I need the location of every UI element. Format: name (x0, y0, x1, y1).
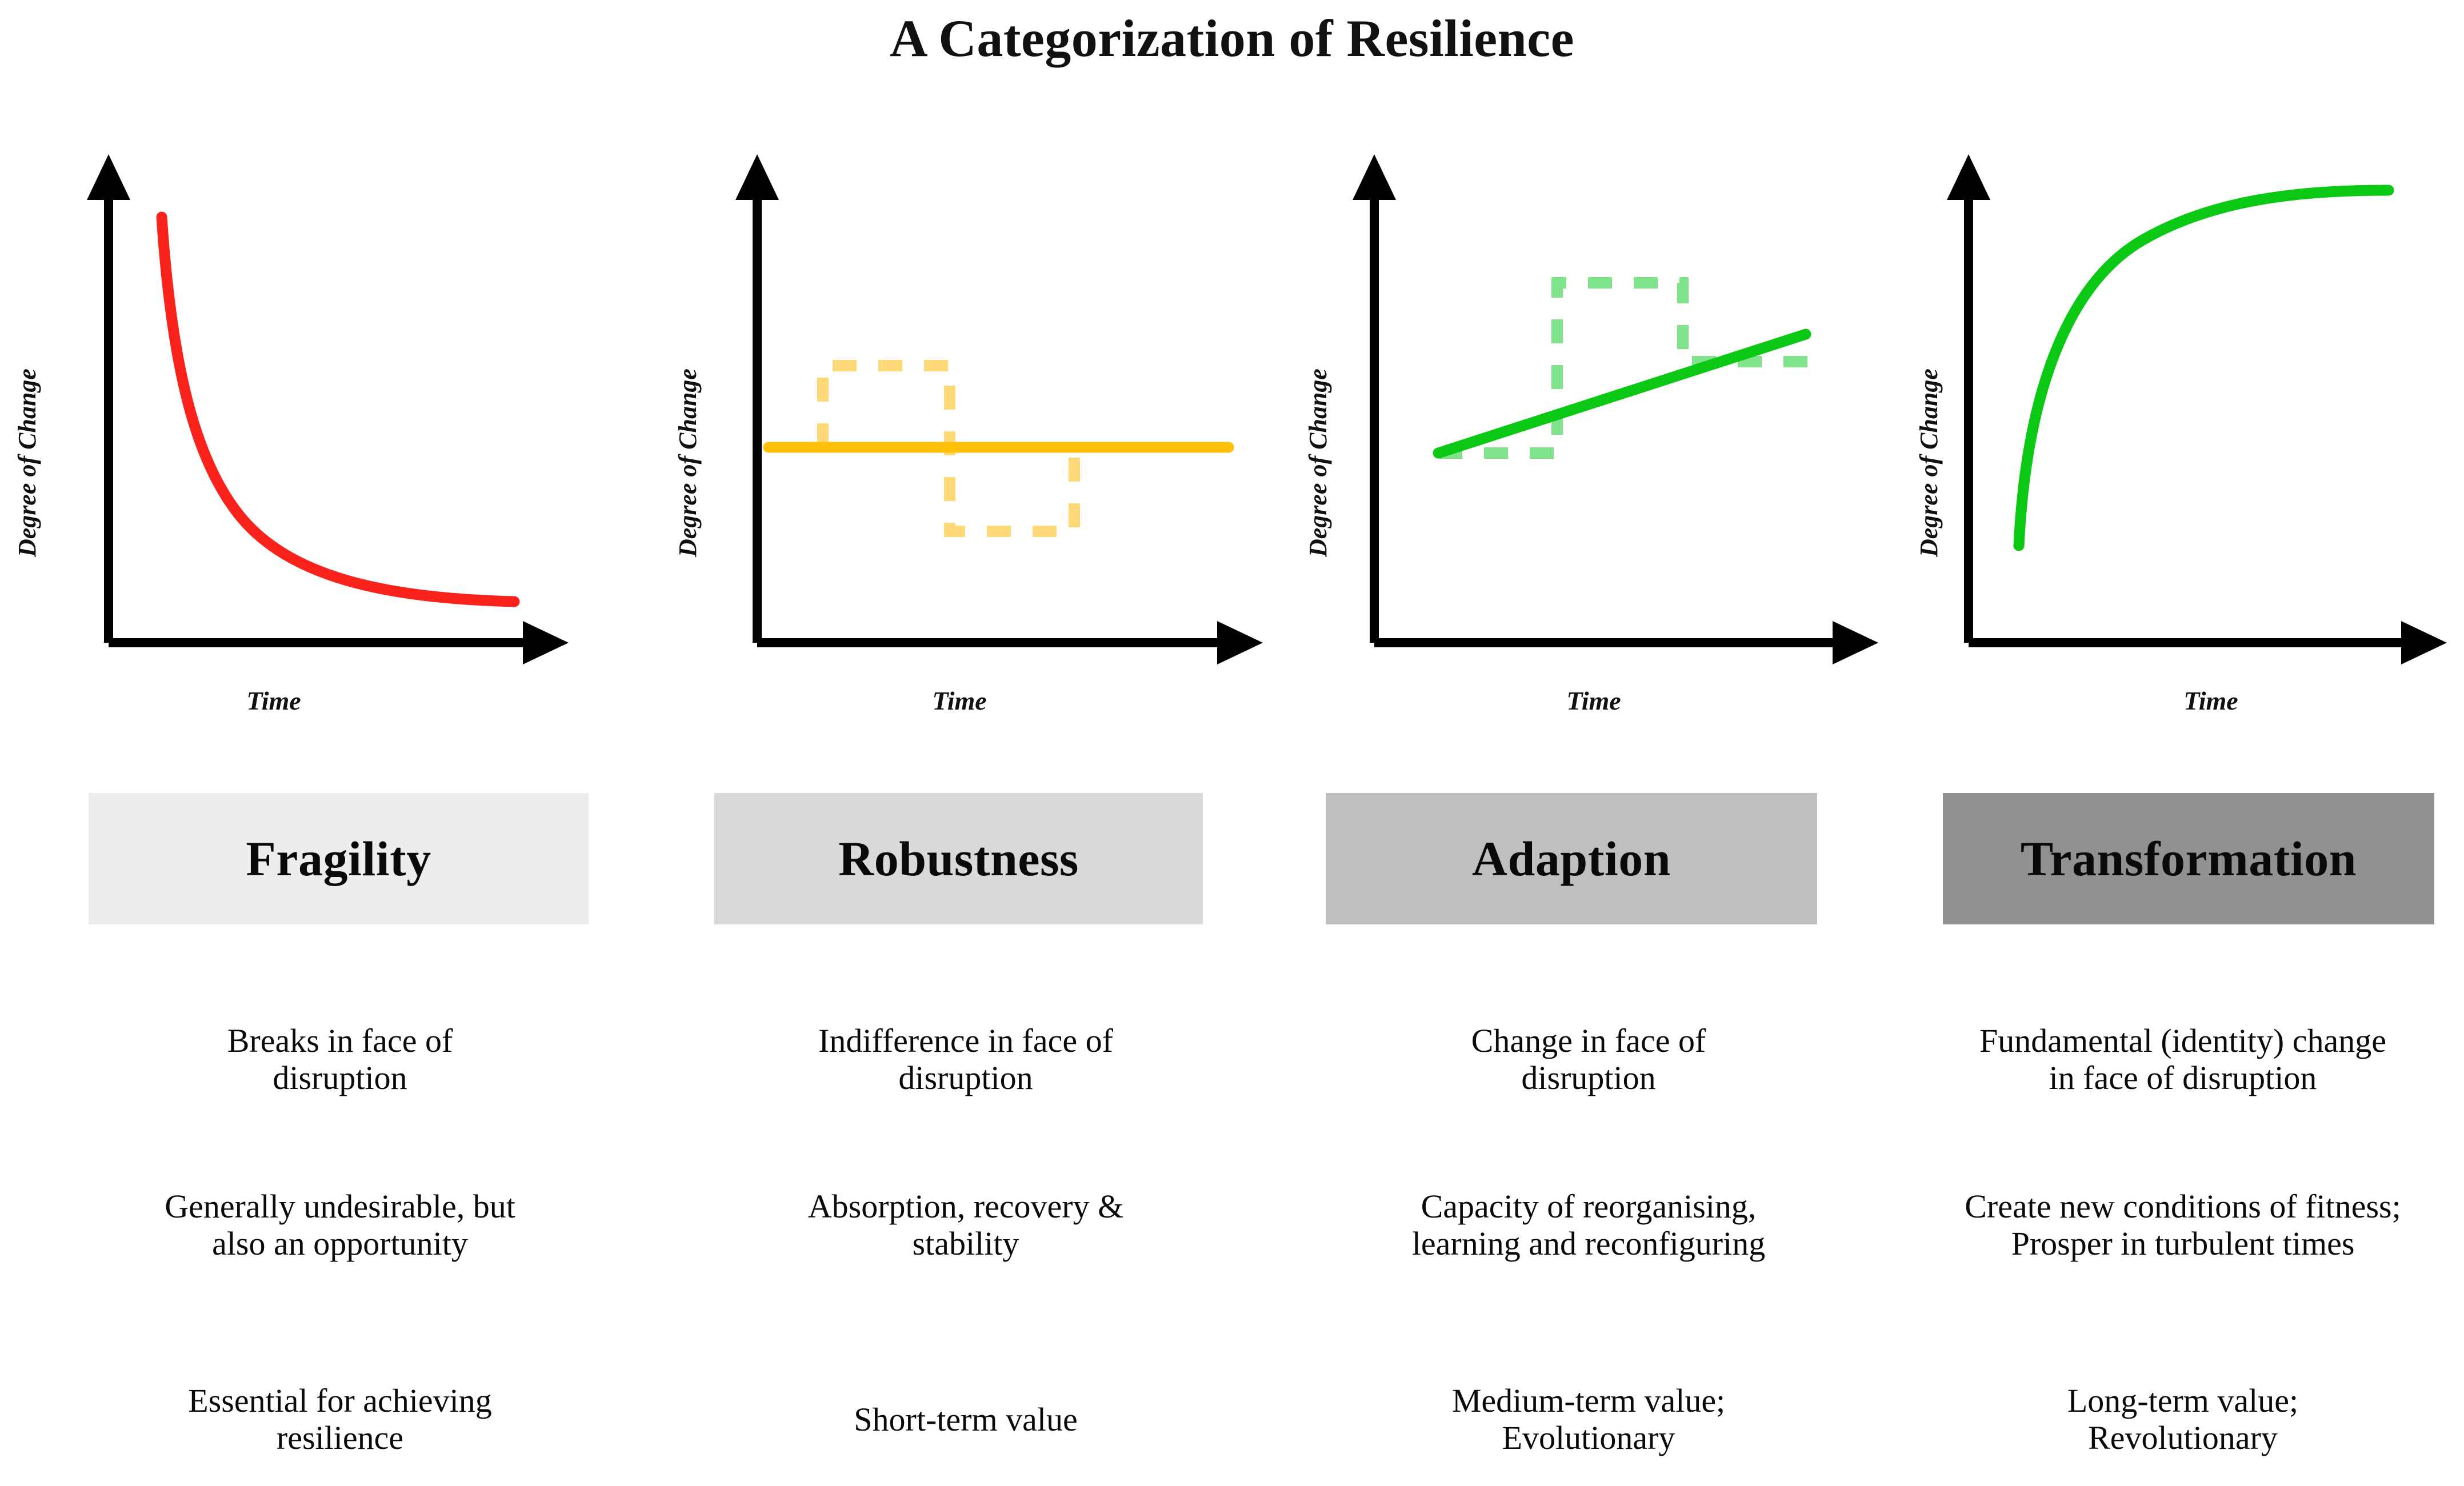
x-axis-arrow-icon (1217, 621, 1263, 664)
chart-panel-adaption: Degree of Change Time (1289, 123, 1905, 728)
description-grid: Breaks in face of disruption Indifferenc… (0, 1022, 2464, 1485)
category-label-adaption: Adaption (1471, 831, 1671, 886)
category-band-adaption[interactable]: Adaption (1326, 793, 1817, 924)
page-title: A Categorization of Resilience (890, 9, 1574, 67)
description-cell-robustness-2: Absorption, recovery & stability (680, 1188, 1251, 1343)
fragility-decay-curve (156, 211, 520, 607)
chart-panel-fragility: Degree of Change Time (0, 123, 616, 728)
x-axis-arrow-icon (1833, 621, 1878, 664)
description-row-3: Essential for achieving resilience Short… (0, 1354, 2464, 1485)
description-cell-adaption-2: Capacity of reorganising, learning and r… (1286, 1188, 1891, 1343)
x-axis-label: Time (246, 686, 301, 715)
description-cell-transformation-3: Long-term value; Revolutionary (1903, 1354, 2463, 1485)
description-line: Breaks in face of (227, 1022, 453, 1059)
category-band-row: Fragility Robustness Adaption Transforma… (0, 793, 2464, 924)
description-line: disruption (1521, 1059, 1656, 1096)
description-line: Long-term value; (2067, 1382, 2299, 1420)
description-row-1: Breaks in face of disruption Indifferenc… (0, 1022, 2464, 1177)
category-band-robustness[interactable]: Robustness (714, 793, 1203, 924)
description-cell-adaption-3: Medium-term value; Evolutionary (1286, 1354, 1891, 1485)
description-cell-fragility-1: Breaks in face of disruption (34, 1022, 646, 1177)
description-cell-robustness-3: Short-term value (680, 1354, 1251, 1485)
adaption-disruption-step (1438, 277, 1810, 459)
description-line: Essential for achieving (188, 1382, 492, 1420)
y-axis-arrow-icon (87, 154, 130, 200)
y-axis-label: Degree of Change (13, 369, 41, 557)
y-axis-arrow-icon (735, 154, 779, 200)
category-label-transformation: Transformation (2020, 831, 2357, 886)
category-label-fragility: Fragility (246, 831, 431, 886)
description-line: learning and reconfiguring (1411, 1224, 1766, 1262)
description-line: Fundamental (identity) change (1979, 1022, 2386, 1059)
description-line: Revolutionary (2088, 1419, 2278, 1456)
description-cell-adaption-1: Change in face of disruption (1286, 1022, 1891, 1177)
description-line: Capacity of reorganising, (1421, 1188, 1757, 1225)
description-line: also an opportunity (212, 1224, 468, 1262)
category-band-fragility[interactable]: Fragility (89, 793, 589, 924)
x-axis-label: Time (1566, 686, 1621, 715)
y-axis-arrow-icon (1947, 154, 1990, 200)
description-line: Change in face of (1471, 1022, 1706, 1059)
description-cell-transformation-2: Create new conditions of fitness; Prospe… (1903, 1188, 2463, 1343)
chart-row: Degree of Change Time Degree of Change T… (0, 123, 2464, 728)
description-row-2: Generally undesirable, but also an oppor… (0, 1188, 2464, 1343)
x-axis-label: Time (932, 686, 987, 715)
description-line: disruption (898, 1059, 1033, 1096)
description-cell-fragility-3: Essential for achieving resilience (34, 1354, 646, 1485)
description-line: stability (912, 1224, 1019, 1262)
description-line: in face of disruption (2049, 1059, 2317, 1096)
y-axis-label: Degree of Change (1915, 369, 1943, 557)
x-axis-label: Time (2183, 686, 2238, 715)
chart-panel-transformation: Degree of Change Time (1897, 123, 2464, 728)
y-axis-label: Degree of Change (1304, 369, 1332, 557)
transformation-growth-curve (2013, 185, 2394, 551)
description-cell-fragility-2: Generally undesirable, but also an oppor… (34, 1188, 646, 1343)
description-line: Generally undesirable, but (165, 1188, 515, 1225)
description-line: Indifference in face of (818, 1022, 1113, 1059)
description-line: resilience (276, 1419, 404, 1456)
adaption-trend-line (1433, 329, 1811, 459)
description-line: Evolutionary (1502, 1419, 1675, 1456)
category-label-robustness: Robustness (838, 831, 1079, 886)
y-axis-label: Degree of Change (674, 369, 702, 557)
x-axis-arrow-icon (2401, 621, 2447, 664)
y-axis-arrow-icon (1353, 154, 1396, 200)
description-cell-transformation-1: Fundamental (identity) change in face of… (1903, 1022, 2463, 1177)
description-line: Create new conditions of fitness; (1965, 1188, 2401, 1225)
description-line: disruption (273, 1059, 407, 1096)
transformation-plot (1947, 154, 2447, 664)
category-band-transformation[interactable]: Transformation (1943, 793, 2434, 924)
description-line: Short-term value (854, 1400, 1078, 1438)
description-line: Prosper in turbulent times (2011, 1224, 2355, 1262)
description-cell-robustness-1: Indifference in face of disruption (680, 1022, 1251, 1177)
robustness-plot (735, 154, 1263, 664)
description-line: Medium-term value; (1451, 1382, 1726, 1420)
description-line: Absorption, recovery & (807, 1188, 1124, 1225)
x-axis-arrow-icon (523, 621, 569, 664)
adaption-plot (1353, 154, 1878, 664)
chart-panel-robustness: Degree of Change Time (657, 123, 1273, 728)
fragility-plot (87, 154, 569, 664)
